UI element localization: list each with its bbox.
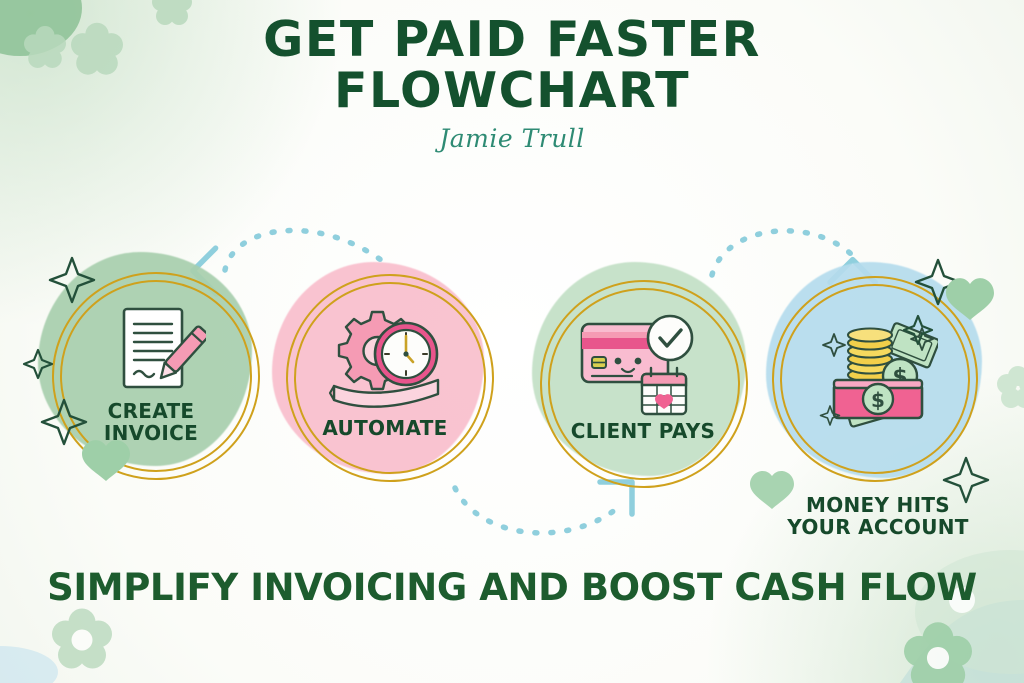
title-block: GET PAID FASTER FLOWCHART Jamie Trull [0,14,1024,153]
step-4-ring-outer [772,276,978,482]
step-4-label: MONEY HITS YOUR ACCOUNT [762,494,994,539]
svg-text:$: $ [871,388,885,412]
step-3-client-pays[interactable]: CLIENT PAYS [528,262,758,492]
credit-card-check-calendar-icon [576,310,702,420]
step-2-automate[interactable]: AUTOMATE [272,262,498,488]
step-1-ring-inner [60,280,252,472]
step-4-ring-inner [780,284,970,474]
step-2-ring-outer [286,274,494,482]
step-3-label: CLIENT PAYS [528,419,758,443]
gear-clock-ribbon-icon [328,304,446,412]
invoice-document-pencil-icon [106,304,210,409]
step-4-label-line-1: MONEY HITS [806,493,950,517]
step-4-money-hits-your-account[interactable]: $ $ $ [762,262,994,550]
step-2-label: AUTOMATE [272,416,498,440]
step-4-label-line-2: YOUR ACCOUNT [787,515,969,540]
step-1-label: CREATE INVOICE [38,400,264,445]
step-3-ring-outer [540,280,748,488]
step-2-label-line-1: AUTOMATE [322,416,448,440]
step-1-label-line-2: INVOICE [103,421,199,446]
step-3-label-line-1: CLIENT PAYS [570,419,716,443]
title-line-2: FLOWCHART [334,62,690,120]
author-byline: Jamie Trull [439,123,585,153]
step-2-ring-inner [294,282,486,474]
step-1-create-invoice[interactable]: CREATE INVOICE [38,252,264,484]
wallet-coins-cash-icon: $ $ $ [818,306,940,428]
step-3-ring-inner [548,288,740,480]
step-1-label-line-1: CREATE [107,399,195,423]
title-line-1: GET PAID FASTER [263,11,761,68]
footer-tagline: SIMPLIFY INVOICING AND BOOST CASH FLOW [47,566,977,609]
